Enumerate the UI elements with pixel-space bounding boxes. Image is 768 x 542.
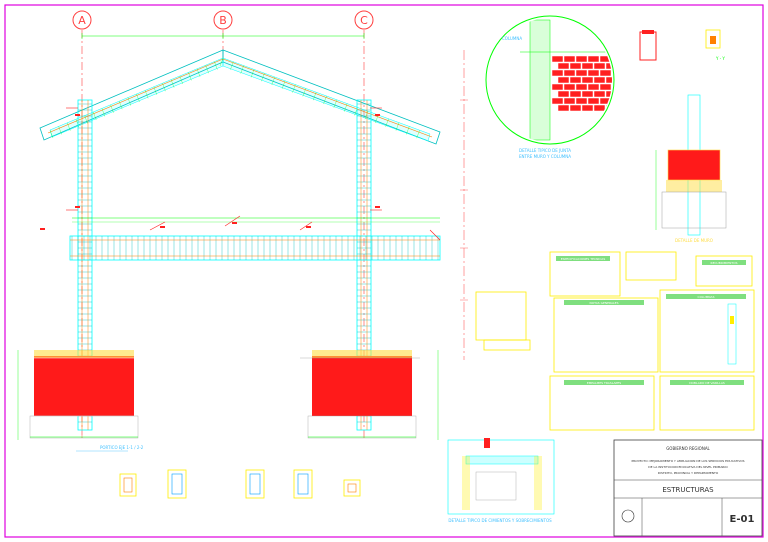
notes-panels: ESPECIFICACIONES TECNICAS NOTAS GENERALE… <box>475 251 755 431</box>
footing-right <box>312 356 412 416</box>
svg-text:C-2: C-2 <box>174 505 179 509</box>
detail-brick-label-column: COLUMNA <box>502 36 522 41</box>
sheet-code: E-01 <box>730 514 755 525</box>
svg-text:C-4: C-4 <box>300 505 305 509</box>
title-project-3: DISTRITO, PROVINCIA Y DEPARTAMENTO <box>658 471 719 475</box>
vertical-dimension <box>460 50 468 360</box>
svg-text:Y - Y: Y - Y <box>715 56 725 61</box>
column-section-1: C-1 <box>119 473 137 509</box>
note-title-1: ESPECIFICACIONES TECNICAS <box>561 257 606 261</box>
detail-wall: DETALLE DE MURO <box>655 94 727 243</box>
column-sections: C-1 C-2 C-3 C-4 C-5 <box>119 469 361 509</box>
title-subtitle: ESTRUCTURAS <box>662 486 714 494</box>
note-title-5: DOBLADO DE VARILLAS <box>689 381 725 385</box>
axis-bubble-b <box>213 10 233 30</box>
section-title: PORTICO EJE 1-1 / 2-2 <box>100 445 144 450</box>
portico-section: PORTICO EJE 1-1 / 2-2 <box>14 49 441 452</box>
detail-foundation-title: DETALLE TIPICO DE CIMIENTOS Y SOBRECIMIE… <box>448 518 552 523</box>
beam-intermediate <box>69 235 441 261</box>
column-mini-sections: Y - Y <box>639 29 725 61</box>
detail-brick-title-2: ENTRE MURO Y COLUMNA <box>519 154 571 159</box>
svg-text:C-3: C-3 <box>252 505 257 509</box>
detail-wall-title: DETALLE DE MURO <box>675 238 713 243</box>
note-title-2: NOTAS GENERALES <box>590 301 619 305</box>
note-title-4: EMPALMES TRASLAPES <box>587 381 621 385</box>
axis-label-b: B <box>219 14 227 27</box>
detail-brick-title-1: DETALLE TIPICO DE JUNTA <box>519 148 571 153</box>
sheet-border <box>4 4 764 538</box>
svg-text:C-5: C-5 <box>349 505 354 509</box>
title-block: GOBIERNO REGIONAL PROYECTO: MEJORAMIENTO… <box>613 439 763 537</box>
title-project-2: DE LA INSTITUCION EDUCATIVA DEL NIVEL PR… <box>648 465 728 469</box>
title-institution: GOBIERNO REGIONAL <box>666 446 710 451</box>
column-section-3: C-3 <box>245 469 265 509</box>
column-axis-c <box>356 99 372 431</box>
note-title-3: COLUMNAS <box>698 295 715 299</box>
column-section-2: C-2 <box>167 469 187 509</box>
note-title-6: RECUBRIMIENTOS <box>710 261 737 265</box>
column-section-5: C-5 <box>343 479 361 509</box>
column-axis-a <box>77 99 93 431</box>
axis-bubble-c <box>354 10 374 30</box>
axis-label-a: A <box>78 14 86 27</box>
axis-label-c: C <box>360 14 368 27</box>
detail-brick-label-wall: MURO <box>560 42 572 47</box>
title-project-1: PROYECTO: MEJORAMIENTO Y AMPLIACION DE L… <box>632 459 745 463</box>
axis-bubble-a <box>72 10 92 30</box>
detail-brick-joint: COLUMNA MURO DETALLE TIPICO DE JUNTA ENT… <box>485 15 615 159</box>
column-section-4: C-4 <box>293 469 313 509</box>
svg-text:C-1: C-1 <box>125 505 130 509</box>
detail-foundation-section: DETALLE TIPICO DE CIMIENTOS Y SOBRECIMIE… <box>447 438 555 523</box>
footing-left <box>34 356 134 416</box>
